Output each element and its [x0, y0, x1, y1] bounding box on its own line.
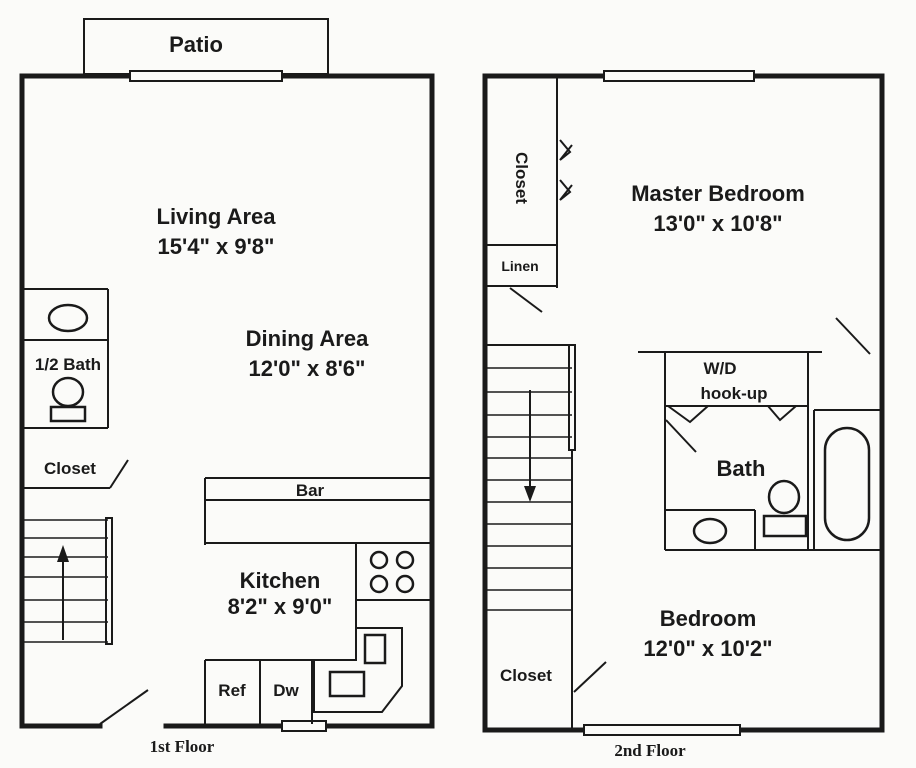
second-floor: [482, 70, 885, 736]
hookup-label: hook-up: [700, 384, 767, 403]
sink-icon: [47, 303, 89, 333]
living-area-label: Living Area: [157, 204, 277, 229]
master-window: [603, 70, 755, 82]
down-arrow-icon: [524, 486, 536, 502]
master-bedroom-dims: 13'0" x 10'8": [653, 211, 782, 236]
linen-label: Linen: [501, 258, 538, 274]
living-area-dims: 15'4" x 9'8": [158, 234, 275, 259]
lower-closet: [571, 610, 607, 728]
first-floor-stairs: [24, 459, 149, 725]
labels: Patio Living Area 15'4" x 9'8" Dining Ar…: [35, 32, 805, 760]
second-floor-walls: [482, 73, 885, 733]
first-floor-walls: [19, 73, 435, 729]
patio-label: Patio: [169, 32, 223, 57]
up-arrow-icon: [57, 545, 69, 562]
corner-sink-icon: [313, 627, 403, 713]
bathtub-icon: [823, 426, 871, 542]
kitchen-bar: [204, 477, 430, 724]
toilet-icon-2: [767, 479, 801, 515]
second-floor-stairs: [487, 344, 576, 611]
ref-label: Ref: [218, 681, 246, 700]
kitchen-label: Kitchen: [240, 568, 321, 593]
kitchen-dims: 8'2" x 9'0": [228, 594, 333, 619]
half-bath-room: [24, 288, 109, 429]
bath-room: [638, 317, 882, 551]
closet-label-top: Closet: [512, 152, 531, 204]
bedroom-window: [583, 724, 741, 736]
dining-area-dims: 12'0" x 8'6": [249, 356, 366, 381]
wd-label: W/D: [703, 359, 736, 378]
master-bedroom-label: Master Bedroom: [631, 181, 805, 206]
bar-label: Bar: [296, 481, 325, 500]
bedroom-label: Bedroom: [660, 606, 757, 631]
second-floor-caption: 2nd Floor: [614, 741, 686, 760]
dw-label: Dw: [273, 681, 299, 700]
stove-burner-icon: [369, 550, 389, 570]
toilet-icon: [51, 376, 85, 408]
bath-sink-icon: [692, 517, 728, 545]
bedroom-dims: 12'0" x 10'2": [643, 636, 772, 661]
half-bath-label: 1/2 Bath: [35, 355, 101, 374]
bifold-door-icon: [559, 139, 573, 161]
dining-area-label: Dining Area: [246, 326, 369, 351]
bath-label: Bath: [717, 456, 766, 481]
closet-label-first: Closet: [44, 459, 96, 478]
closet-label-bottom: Closet: [500, 666, 552, 685]
upper-closets: [487, 78, 573, 313]
living-window: [129, 70, 283, 82]
front-door-window: [281, 720, 327, 732]
first-floor: [19, 18, 435, 732]
first-floor-caption: 1st Floor: [150, 737, 215, 756]
